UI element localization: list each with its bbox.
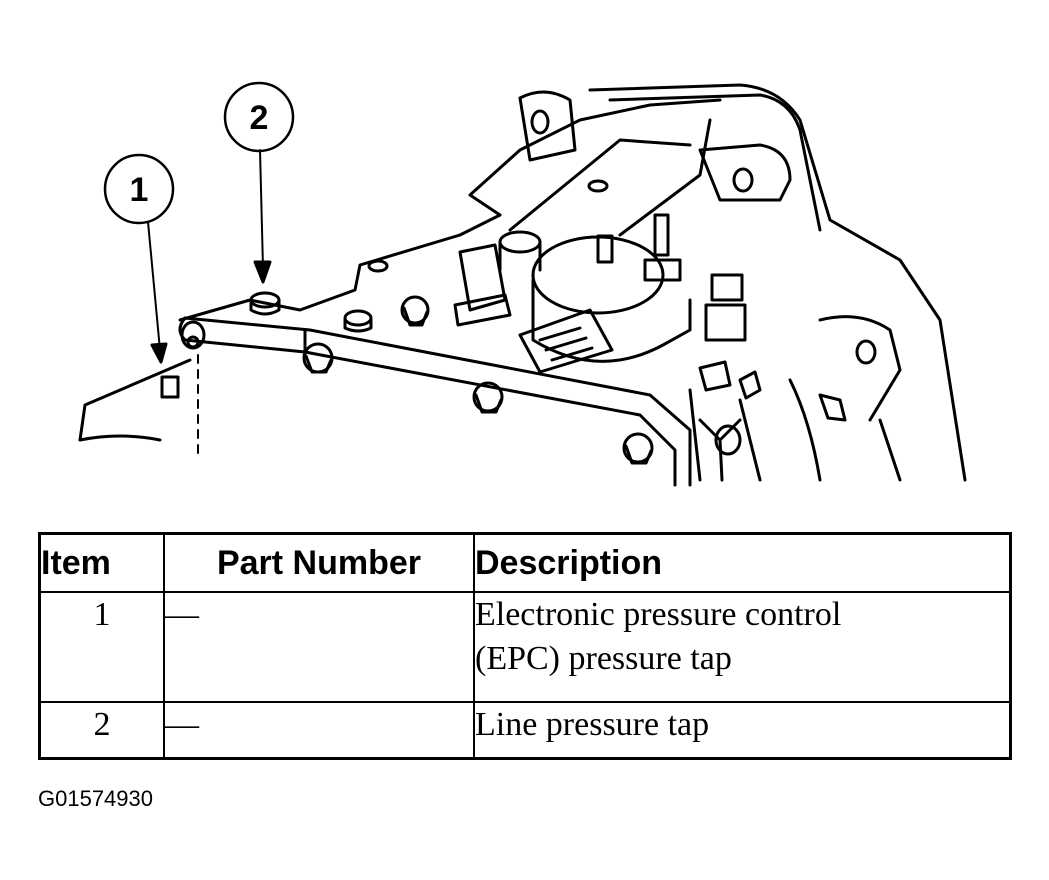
item-number: 2 [38, 701, 165, 760]
callout-2-leader [253, 149, 272, 284]
line-pressure-tap [249, 291, 281, 316]
small-fittings [343, 179, 742, 456]
item-number: 1 [38, 591, 165, 703]
table-row: 2 — Line pressure tap [38, 701, 1012, 760]
callout-1-leader [147, 221, 168, 364]
description-line: (EPC) pressure tap [475, 640, 732, 677]
callout-1: 1 [103, 153, 175, 225]
header-item: Item [38, 532, 165, 593]
legend-table: Item Part Number Description 1 — Electro… [38, 532, 1012, 760]
legend-header-row: Item Part Number Description [38, 532, 1012, 593]
epc-solenoid [518, 235, 692, 374]
housing-bolt-holes [530, 109, 877, 365]
header-part-number: Part Number [163, 532, 475, 593]
table-row: 1 — Electronic pressure control (EPC) pr… [38, 591, 1012, 703]
figure-id: G01574930 [38, 786, 153, 811]
epc-tap-marker [160, 354, 199, 461]
part-number: — [163, 591, 475, 703]
description-line: Line pressure tap [475, 706, 710, 743]
transmission-housing [78, 83, 967, 482]
header-description: Description [473, 532, 1012, 593]
description: Electronic pressure control (EPC) pressu… [473, 591, 1012, 703]
callout-2-number: 2 [250, 99, 269, 137]
transmission-illustration: 1 2 [78, 81, 967, 487]
callout-1-number: 1 [130, 171, 149, 209]
electrical-connector [453, 230, 542, 327]
part-number: — [163, 701, 475, 760]
valve-body-plate [178, 316, 692, 487]
callout-2: 2 [223, 81, 295, 153]
description: Line pressure tap [473, 701, 1012, 760]
description-line: Electronic pressure control [475, 596, 842, 633]
stud-fittings [596, 213, 847, 422]
plate-bolts [180, 295, 654, 465]
